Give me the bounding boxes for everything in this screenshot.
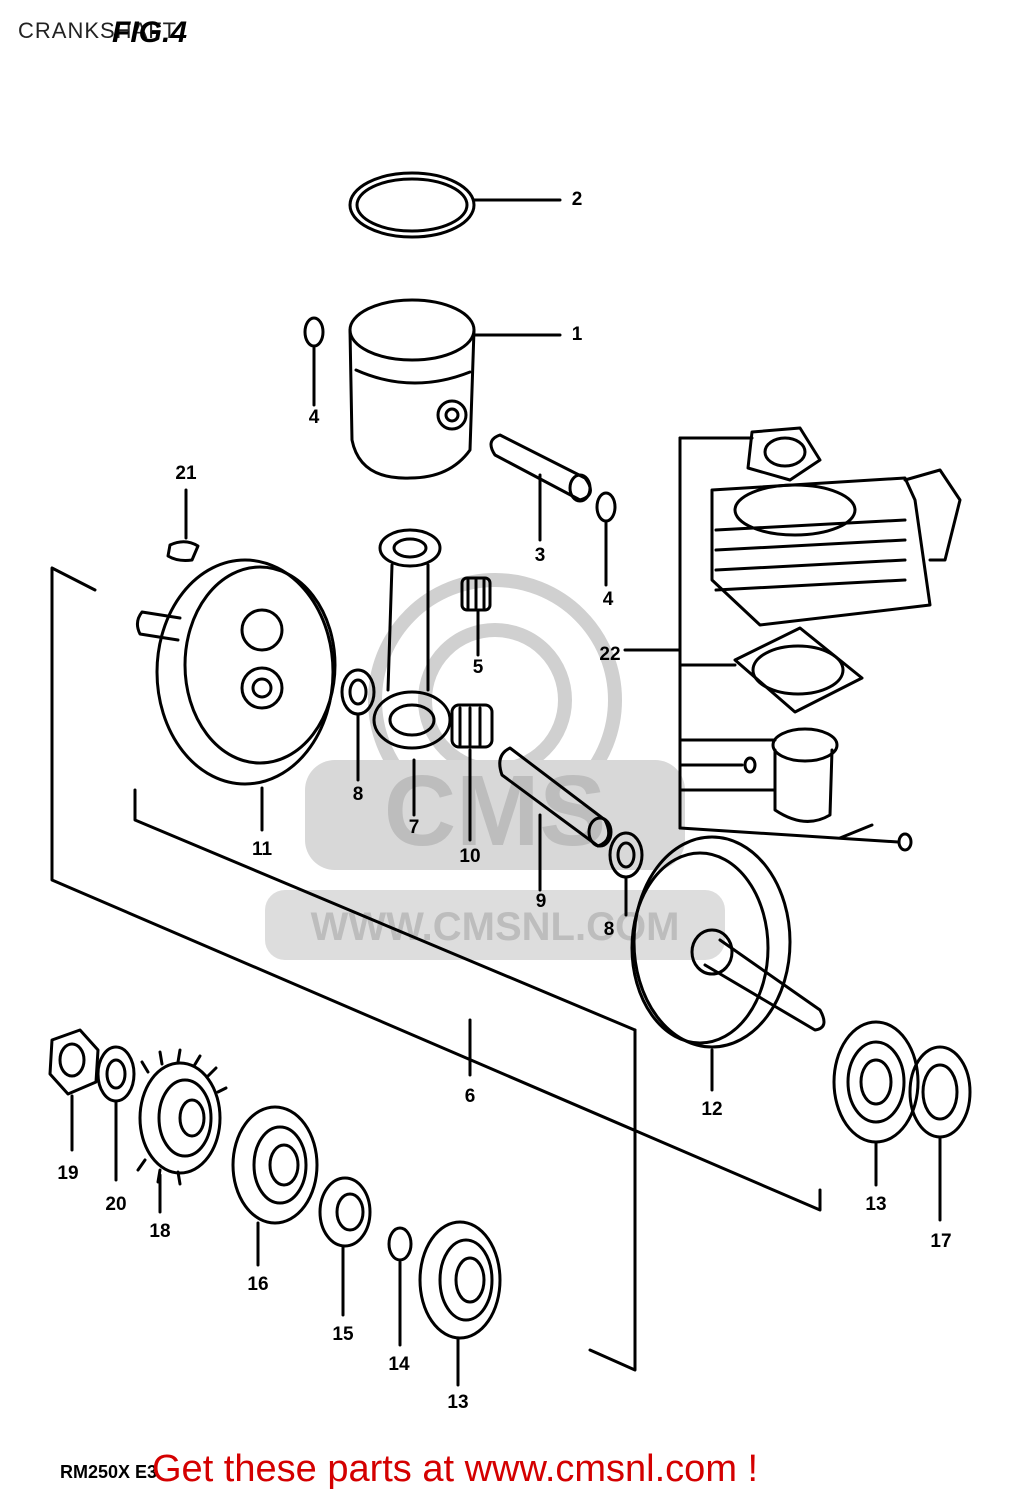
callout-10: 10 (459, 846, 481, 867)
callout-11: 11 (251, 839, 273, 860)
small-end-bearing-part (460, 576, 492, 657)
watermark-logo-text: CMS (384, 755, 606, 867)
cmsnl-watermark-logo: CMS WWW.CMSNL.COM (265, 573, 725, 960)
crankshaft-right-part (630, 835, 826, 1092)
callout-19: 19 (57, 1163, 79, 1184)
callout-4: 4 (308, 407, 320, 428)
piston-pin-part (489, 433, 592, 542)
callout-17: 17 (930, 1231, 952, 1252)
oil-seal-right-part (908, 1045, 972, 1222)
main-bearing-part (418, 1020, 920, 1387)
callout-22: 22 (599, 644, 621, 665)
callout-21: 21 (175, 463, 197, 484)
model-code: RM250X E3 (60, 1462, 158, 1482)
callout-15: 15 (332, 1324, 354, 1345)
crankshaft-assembly-bracket (50, 566, 822, 1372)
callout-18: 18 (149, 1221, 171, 1242)
crank-pin-part (498, 746, 613, 892)
oil-seal-left-part (231, 1105, 319, 1267)
callout-6: 6 (464, 1086, 476, 1107)
callout-1: 1 (571, 324, 583, 345)
lock-washer-part (96, 1045, 136, 1182)
connecting-rod-part (372, 528, 452, 817)
section-title: CRANKSHAFT (18, 18, 178, 43)
figure-label: FIG.4 (112, 16, 188, 49)
spacer-part (318, 1176, 372, 1317)
callout-8: 8 (603, 919, 615, 940)
callout-20: 20 (105, 1194, 127, 1215)
cylinder-assembly-part (623, 426, 962, 852)
callout-8: 8 (352, 784, 364, 805)
callout-4: 4 (602, 589, 614, 610)
watermark-url-text: WWW.CMSNL.COM (311, 905, 680, 949)
woodruff-key-part (166, 488, 200, 562)
crankshaft-left-part (135, 558, 337, 832)
circlip-part (303, 316, 617, 587)
piston-part (348, 298, 562, 480)
primary-gear-part (136, 1048, 228, 1214)
callout-13: 13 (447, 1392, 469, 1413)
thrust-washer-part (340, 668, 644, 917)
piston-ring-part (348, 171, 562, 239)
big-end-bearing-part (450, 703, 494, 842)
callout-7: 7 (408, 817, 420, 838)
callout-5: 5 (472, 657, 484, 678)
callout-14: 14 (388, 1354, 410, 1375)
cmsnl-parts-link[interactable]: Get these parts at www.cmsnl.com ! (152, 1448, 759, 1490)
o-ring-part (387, 1226, 413, 1347)
callout-16: 16 (247, 1274, 269, 1295)
callout-13: 13 (865, 1194, 887, 1215)
nut-part (48, 1028, 100, 1152)
callout-3: 3 (534, 545, 546, 566)
callout-12: 12 (701, 1099, 723, 1120)
callout-2: 2 (571, 189, 583, 210)
callout-9: 9 (535, 891, 547, 912)
